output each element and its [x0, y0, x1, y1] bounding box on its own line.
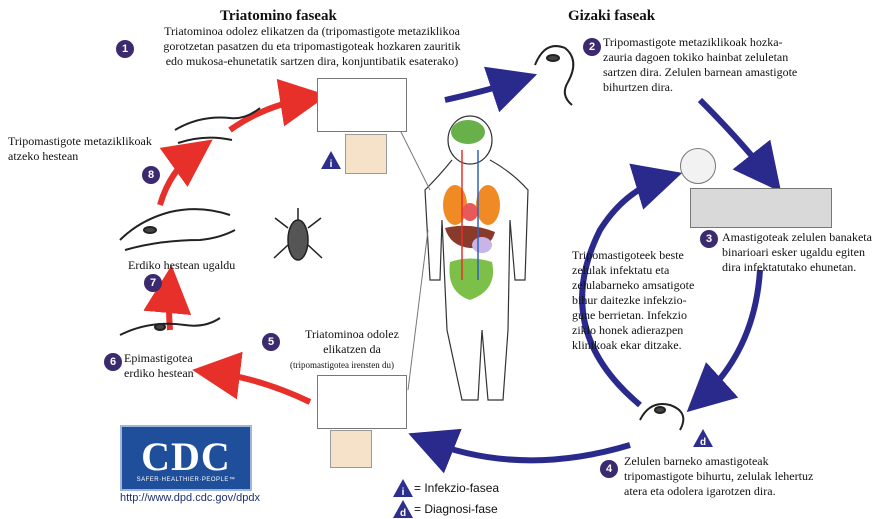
- step-2-text: Tripomastigote metaziklikoak hozka- zaur…: [603, 35, 833, 95]
- legend-diagnostic-label: = Diagnosi-fase: [414, 502, 498, 517]
- step-8-text: Tripomastigote metaziklikoak atzeko hest…: [8, 134, 188, 164]
- triatomine-bug: [274, 208, 322, 260]
- step-4-badge: 4: [600, 460, 618, 478]
- trypomastigote-stage-4: [640, 404, 683, 430]
- arrow-8-to-1: [230, 98, 310, 130]
- legend-diagnostic-symbol: d: [400, 508, 406, 519]
- step-7-text: Erdiko hestean ugaldu: [128, 258, 278, 273]
- cdc-url-link[interactable]: http://www.dpd.cdc.gov/dpdx: [120, 492, 260, 504]
- step-5-badge: 5: [262, 333, 280, 351]
- infective-stage-marker: i: [320, 150, 342, 170]
- cdc-logo-tagline: SAFER·HEALTHIER·PEOPLE™: [122, 477, 250, 483]
- step-8-badge: 8: [142, 166, 160, 184]
- step-6-text: Epimastigotea erdiko hestean: [124, 351, 244, 381]
- cdc-logo: CDC SAFER·HEALTHIER·PEOPLE™: [120, 425, 252, 491]
- infected-cell-inset: [680, 148, 716, 184]
- heading-vector-stages: Triatomino faseak: [220, 8, 337, 25]
- svg-text:i: i: [330, 159, 333, 170]
- step-4-text: Zelulen barneko amastigoteak tripomastig…: [624, 454, 884, 499]
- center-cycle-note: Tripomastigoteek beste zelulak infektatu…: [572, 248, 722, 353]
- step-7-badge: 7: [144, 274, 162, 292]
- skin-inset-top: [345, 134, 387, 174]
- step-5-subtext: (tripomastigotea irensten du): [262, 358, 422, 373]
- legend-infective-icon: i: [392, 478, 414, 498]
- vector-feeding-panel-bottom: [317, 375, 407, 429]
- arrow-4-to-5: [425, 440, 630, 460]
- step-3-badge: 3: [700, 230, 718, 248]
- step-1-text: Triatominoa odolez elikatzen da (tripoma…: [142, 24, 482, 69]
- svg-text:d: d: [700, 437, 706, 448]
- step-3-text: Amastigoteak zelulen banaketa binarioari…: [722, 230, 892, 275]
- diagnostic-stage-marker-4: d: [692, 428, 714, 448]
- arrow-1-to-2: [445, 80, 520, 100]
- skin-inset-bottom: [330, 430, 372, 468]
- cdc-logo-letters: CDC: [122, 433, 250, 480]
- legend-diagnostic-icon: d: [392, 499, 414, 519]
- step-5-text: Triatominoa odolez elikatzen da: [282, 327, 422, 357]
- trypomastigote-top: [535, 46, 573, 105]
- legend-infective-label: = Infekzio-fasea: [414, 481, 499, 496]
- human-figure: [425, 116, 528, 400]
- step-1-badge: 1: [116, 40, 134, 58]
- heading-human-stages: Gizaki faseak: [568, 8, 655, 25]
- step-2-badge: 2: [583, 38, 601, 56]
- vector-feeding-panel-top: [317, 78, 407, 132]
- epimastigote-stage-7: [120, 209, 235, 250]
- legend-infective-symbol: i: [402, 487, 405, 498]
- step-6-badge: 6: [104, 353, 122, 371]
- tissue-panel: [690, 188, 832, 228]
